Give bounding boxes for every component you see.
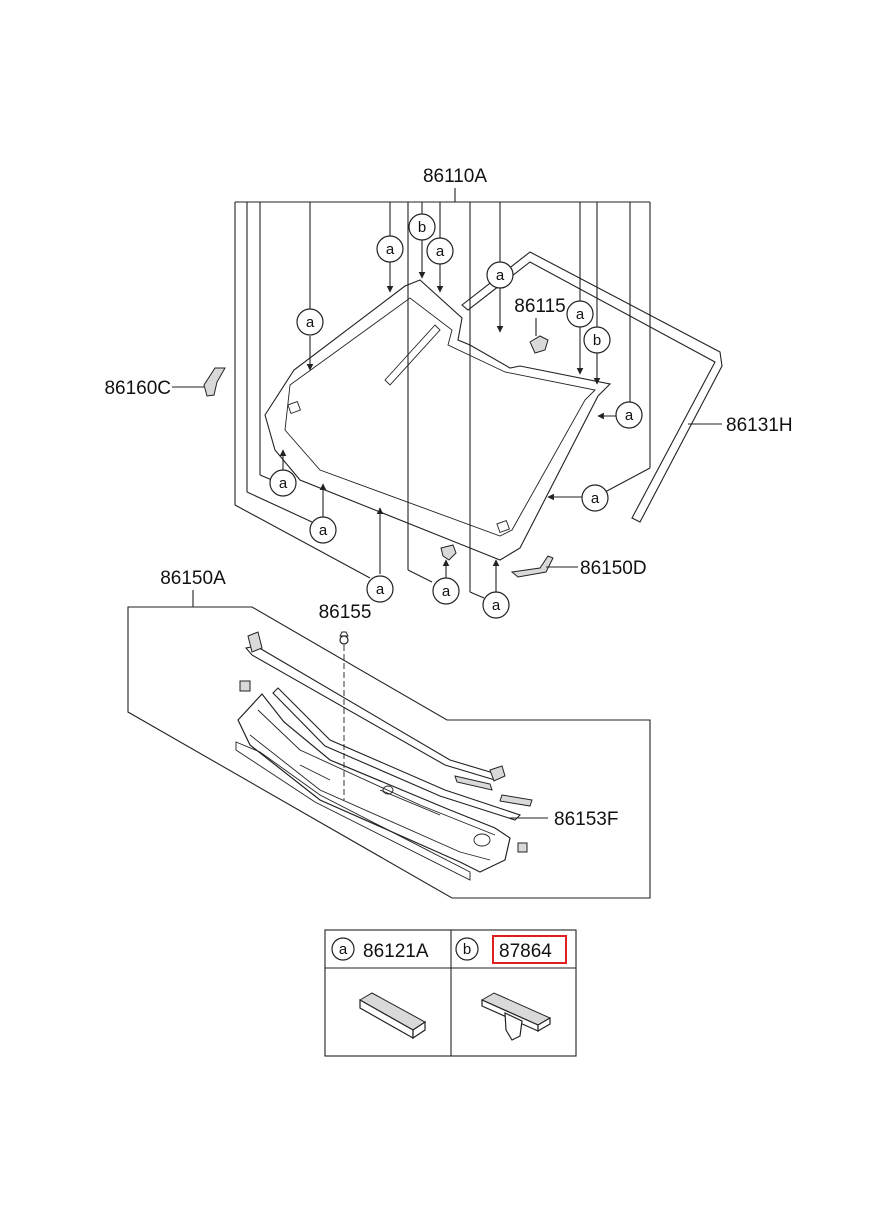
callout-a-12: a: [482, 591, 510, 619]
part-labels: 86110A 86115 86160C 86131H 86150A 86155 …: [104, 166, 792, 830]
callout-a-10: a: [366, 575, 394, 603]
label-cowl-fastener: 86155: [319, 602, 372, 623]
svg-text:a: a: [339, 941, 348, 958]
callout-b-2: b: [583, 326, 611, 354]
callout-a-8: a: [269, 469, 297, 497]
svg-text:a: a: [386, 241, 395, 258]
windshield-clip: [529, 335, 549, 354]
center-clip: [440, 544, 457, 561]
legend-b-highlight: [492, 935, 567, 964]
label-molding: 86131H: [726, 415, 793, 436]
callout-a-4: a: [486, 261, 514, 289]
callout-b-1: b: [408, 213, 436, 241]
callout-markers: a a b a a a b a a a a a a a: [269, 213, 643, 619]
cowl-group-frame: [127, 590, 651, 899]
callout-a-1: a: [296, 308, 324, 336]
svg-text:a: a: [319, 522, 328, 539]
svg-text:b: b: [463, 941, 471, 958]
label-cowl-panel: 86150A: [160, 568, 226, 589]
label-side-piece: 86160C: [104, 378, 171, 399]
svg-text:a: a: [376, 581, 385, 598]
windshield-molding: [461, 251, 723, 523]
svg-text:b: b: [593, 332, 601, 349]
label-windshield-clip: 86115: [514, 296, 565, 317]
callout-a-6: a: [615, 401, 643, 429]
label-cowl-seal: 86153F: [554, 809, 618, 830]
callout-a-2: a: [376, 235, 404, 263]
svg-text:a: a: [279, 475, 288, 492]
legend-a-marker: a: [331, 937, 355, 961]
callout-a-7: a: [581, 484, 609, 512]
svg-text:a: a: [306, 314, 315, 331]
side-piece: [172, 367, 226, 397]
legend-b-marker: b: [455, 937, 479, 961]
legend-b-illustration: [480, 992, 552, 1041]
svg-text:a: a: [496, 267, 505, 284]
svg-text:a: a: [442, 583, 451, 600]
callout-a-5: a: [566, 300, 594, 328]
legend-b-code: 87864: [499, 941, 552, 962]
cowl-panel: [235, 631, 533, 881]
svg-text:a: a: [625, 407, 634, 424]
svg-text:a: a: [436, 243, 445, 260]
svg-text:a: a: [591, 490, 600, 507]
callout-a-11: a: [432, 577, 460, 605]
svg-text:b: b: [418, 219, 426, 236]
svg-text:a: a: [492, 597, 501, 614]
legend-table: a 86121A b 87864: [324, 929, 577, 1057]
svg-text:a: a: [576, 306, 585, 323]
cowl-bracket: [510, 555, 578, 578]
cowl-fastener: [339, 631, 349, 800]
label-cowl-bracket: 86150D: [580, 558, 647, 579]
windshield-leader-tree: [234, 188, 651, 599]
callout-arrows: [279, 240, 616, 592]
callout-a-9: a: [309, 516, 337, 544]
label-windshield: 86110A: [423, 166, 487, 187]
windshield-glass: [264, 279, 612, 561]
callout-a-3: a: [426, 237, 454, 265]
legend-a-illustration: [358, 992, 426, 1040]
legend-a-code: 86121A: [363, 941, 429, 962]
